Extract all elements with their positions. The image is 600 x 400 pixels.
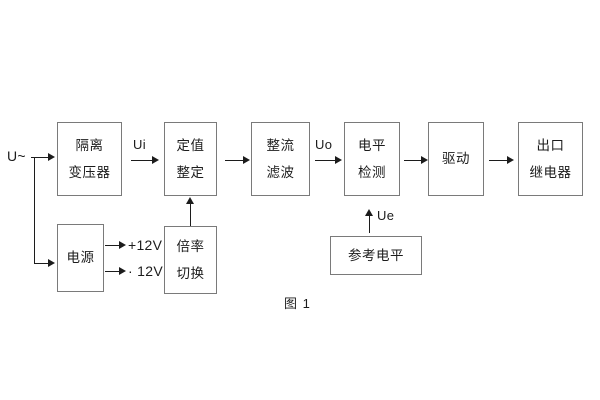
arrow-rail-positive [119,240,126,249]
connector-driver-to-output-relay [489,160,510,161]
block-level-detection-line2: 检测 [358,164,386,180]
input-arrow-to-power-supply [48,258,55,267]
arrow-rectify-to-level [335,155,342,164]
signal-label-uo: Uo [315,137,333,152]
arrow-driver-to-output-relay [507,155,514,164]
rail-positive-label: +12V [128,237,163,253]
block-setting-adjustment-line1: 定值 [176,137,205,153]
signal-label-ue: Ue [377,208,395,223]
rail-negative-label: · 12V [128,263,163,279]
connector-ratio-switch-to-setting [190,203,191,226]
block-ratio-switch-line1: 倍率 [176,238,205,254]
block-rectify-filter[interactable]: 整流 滤波 [251,122,310,196]
arrow-level-to-driver [421,155,428,164]
input-trunk-top-segment [31,157,53,158]
connector-rail-positive [105,245,122,246]
block-reference-level[interactable]: 参考电平 [330,236,422,275]
block-isolation-transformer-line1: 隔离 [75,137,104,153]
block-level-detection[interactable]: 电平 检测 [344,122,400,196]
connector-rectify-to-level [315,160,337,161]
connector-setting-to-rectify [225,160,245,161]
arrow-rail-negative [119,266,126,275]
input-trunk-bottom-segment [34,263,53,264]
arrow-transformer-to-setting [152,155,159,164]
block-setting-adjustment-line2: 整定 [176,164,205,180]
figure-caption: 图 1 [284,296,311,311]
input-voltage-label: U~ [7,148,26,164]
block-power-supply-line1: 电源 [66,250,95,266]
block-setting-adjustment[interactable]: 定值 整定 [164,122,217,196]
block-ratio-switch-line2: 切换 [176,265,205,281]
block-isolation-transformer-line2: 变压器 [68,164,111,180]
block-reference-level-line1: 参考电平 [348,247,404,263]
block-rectify-filter-line2: 滤波 [266,164,295,180]
block-output-relay-line1: 出口 [536,137,565,153]
arrow-reference-level-to-level-detection [365,209,373,216]
connector-transformer-to-setting [131,160,154,161]
block-driver-line1: 驱动 [442,151,470,167]
connector-level-to-driver [404,160,424,161]
block-output-relay[interactable]: 出口 继电器 [518,122,583,196]
connector-reference-level-to-level-detection [369,215,370,233]
arrow-ratio-switch-to-setting [186,197,194,204]
block-output-relay-line2: 继电器 [529,164,572,180]
block-level-detection-line1: 电平 [358,137,386,153]
input-arrow-to-transformer [48,152,55,161]
signal-label-ui: Ui [133,137,146,152]
block-driver[interactable]: 驱动 [428,122,484,196]
block-ratio-switch[interactable]: 倍率 切换 [164,226,217,294]
connector-rail-negative [105,271,122,272]
block-power-supply[interactable]: 电源 [57,224,104,292]
arrow-setting-to-rectify [243,155,250,164]
block-rectify-filter-line1: 整流 [266,137,295,153]
block-isolation-transformer[interactable]: 隔离 变压器 [57,122,122,196]
input-trunk-vertical-segment [34,157,35,263]
